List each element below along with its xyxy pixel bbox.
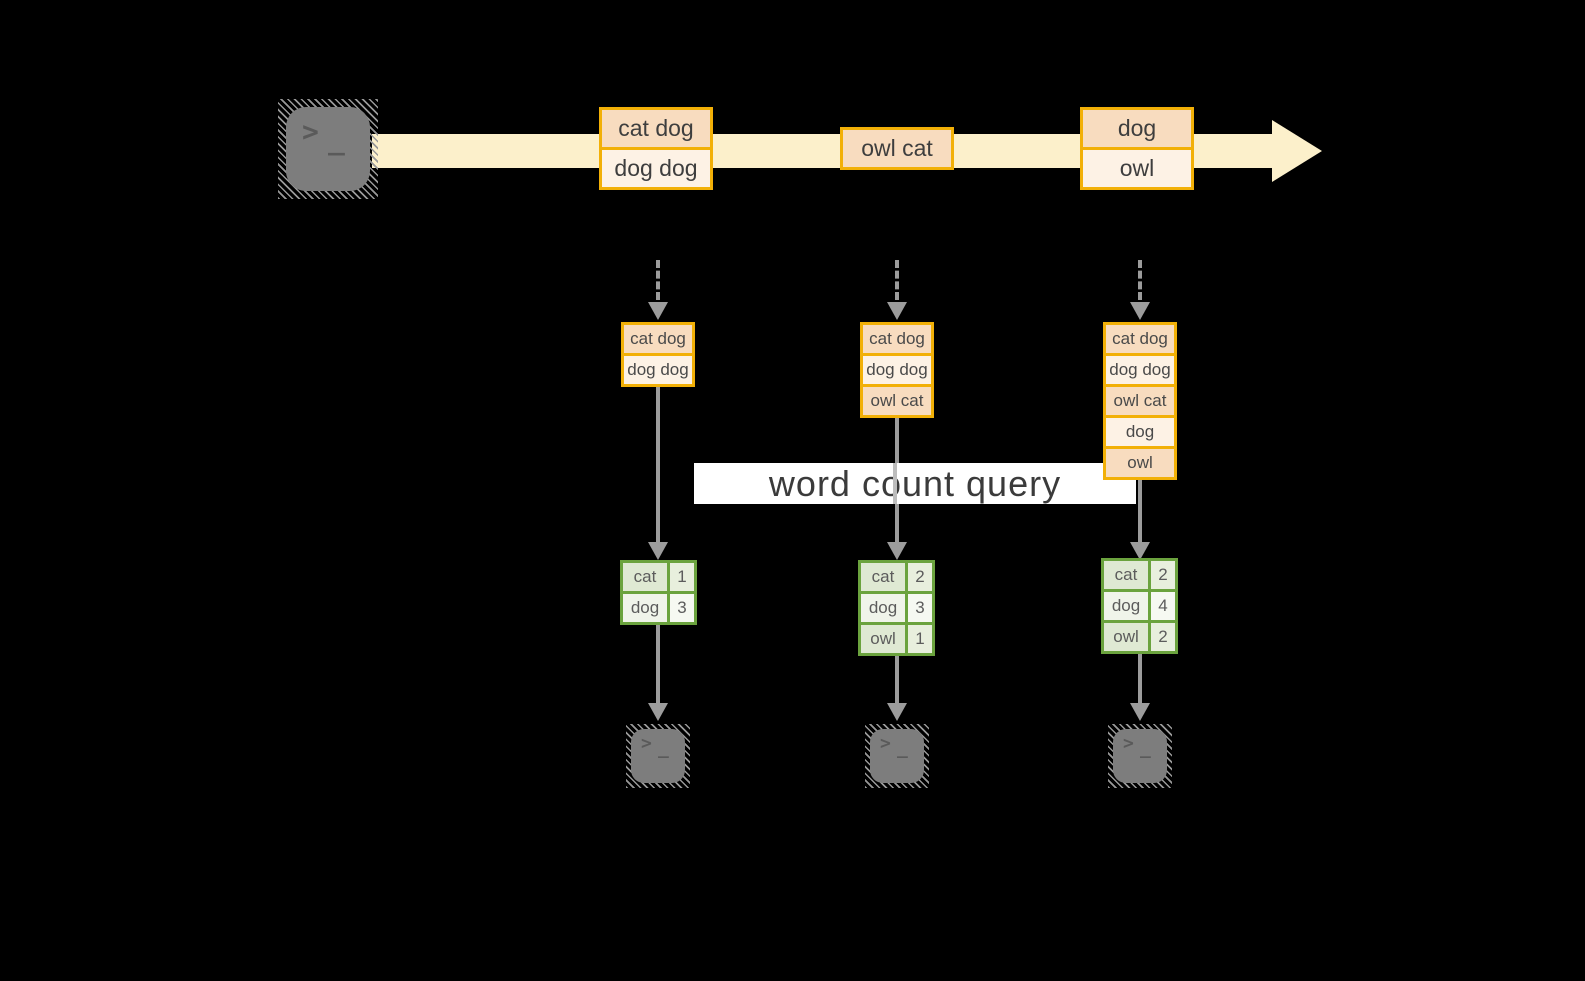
- output-line: [895, 656, 899, 703]
- stream-timeline-arrowhead-icon: [1272, 120, 1322, 182]
- trigger-dashed-line: [656, 260, 660, 300]
- buffer-item: cat dog: [863, 325, 931, 353]
- count-word: dog: [623, 594, 667, 622]
- count-word: cat: [623, 563, 667, 591]
- trigger-arrowhead-icon: [1130, 302, 1150, 320]
- prompt-cursor-icon: _: [658, 738, 669, 759]
- trigger-arrowhead-icon: [887, 302, 907, 320]
- terminal-sink-icon: > _: [865, 724, 929, 788]
- buffer-stack: cat dog dog dog: [621, 322, 695, 387]
- prompt-cursor-icon: _: [328, 123, 345, 156]
- buffer-item: dog: [1106, 418, 1174, 446]
- count-value: 1: [670, 563, 694, 591]
- trigger-dashed-line: [1138, 260, 1142, 300]
- event-word: cat dog: [602, 110, 710, 147]
- count-word: owl: [861, 625, 905, 653]
- event-word: owl cat: [843, 130, 951, 167]
- event-word: dog: [1083, 110, 1191, 147]
- count-value: 1: [908, 625, 932, 653]
- count-value: 3: [908, 594, 932, 622]
- terminal-screen: > _: [870, 729, 924, 783]
- buffer-stack: cat dog dog dog owl cat dog owl: [1103, 322, 1177, 480]
- count-value: 3: [670, 594, 694, 622]
- prompt-cursor-icon: _: [897, 738, 908, 759]
- prompt-chevron-icon: >: [1123, 733, 1134, 754]
- terminal-sink-icon: > _: [1108, 724, 1172, 788]
- pipeline-line: [656, 387, 660, 542]
- buffer-item: dog dog: [1106, 356, 1174, 384]
- count-word: dog: [1104, 592, 1148, 620]
- pipeline-line-over-band: [893, 463, 897, 504]
- pipeline-line: [1138, 480, 1142, 542]
- terminal-sink-icon: > _: [626, 724, 690, 788]
- buffer-item: dog dog: [863, 356, 931, 384]
- stream-event-box: owl cat: [840, 127, 954, 170]
- prompt-cursor-icon: _: [1140, 738, 1151, 759]
- count-table: cat 2 dog 3 owl 1: [858, 560, 935, 656]
- prompt-chevron-icon: >: [302, 115, 319, 148]
- count-value: 4: [1151, 592, 1175, 620]
- trigger-dashed-line: [895, 260, 899, 300]
- terminal-screen: > _: [286, 107, 370, 191]
- count-table: cat 2 dog 4 owl 2: [1101, 558, 1178, 654]
- count-value: 2: [1151, 561, 1175, 589]
- output-arrowhead-icon: [1130, 703, 1150, 721]
- buffer-item: owl: [1106, 449, 1174, 477]
- terminal-screen: > _: [1113, 729, 1167, 783]
- event-word: owl: [1083, 150, 1191, 187]
- stream-event-box: cat dog dog dog: [599, 107, 713, 190]
- buffer-item: cat dog: [624, 325, 692, 353]
- trigger-arrowhead-icon: [648, 302, 668, 320]
- buffer-item: cat dog: [1106, 325, 1174, 353]
- terminal-screen: > _: [631, 729, 685, 783]
- query-label: word count query: [768, 462, 1062, 504]
- buffer-stack: cat dog dog dog owl cat: [860, 322, 934, 418]
- stream-event-box: dog owl: [1080, 107, 1194, 190]
- output-line: [656, 625, 660, 703]
- prompt-chevron-icon: >: [880, 733, 891, 754]
- count-word: dog: [861, 594, 905, 622]
- count-word: owl: [1104, 623, 1148, 651]
- output-arrowhead-icon: [648, 703, 668, 721]
- count-value: 2: [908, 563, 932, 591]
- output-line: [1138, 654, 1142, 703]
- buffer-item: dog dog: [624, 356, 692, 384]
- query-band: word count query: [694, 463, 1136, 504]
- count-table: cat 1 dog 3: [620, 560, 697, 625]
- terminal-source-icon: > _: [278, 99, 378, 199]
- count-word: cat: [861, 563, 905, 591]
- count-word: cat: [1104, 561, 1148, 589]
- buffer-item: owl cat: [863, 387, 931, 415]
- buffer-item: owl cat: [1106, 387, 1174, 415]
- pipeline-arrowhead-icon: [1130, 542, 1150, 560]
- prompt-chevron-icon: >: [641, 733, 652, 754]
- pipeline-arrowhead-icon: [887, 542, 907, 560]
- output-arrowhead-icon: [887, 703, 907, 721]
- pipeline-arrowhead-icon: [648, 542, 668, 560]
- event-word: dog dog: [602, 150, 710, 187]
- count-value: 2: [1151, 623, 1175, 651]
